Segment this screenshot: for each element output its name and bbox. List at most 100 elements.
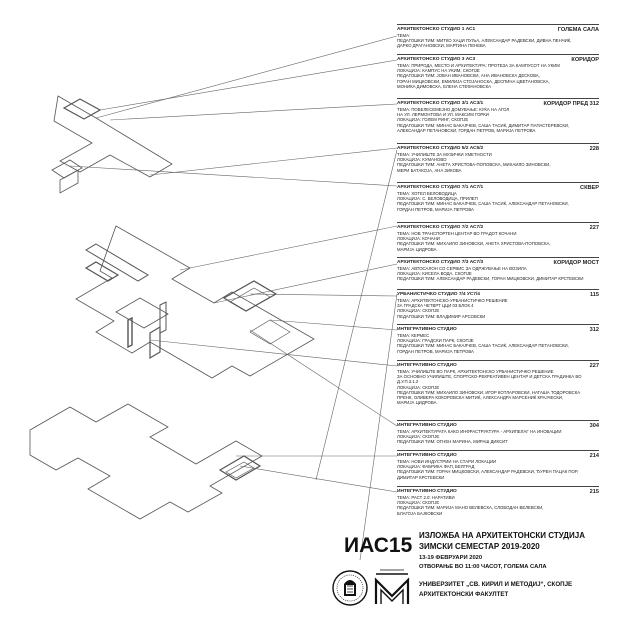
event-dates: 13-19 ФЕВРУАРИ 2020 xyxy=(419,555,483,561)
studio-detail-line: ПЕДАГОШКИ ТИМ: АНЕТА ХРИСТОВА-ПОПОВСКА, … xyxy=(397,162,551,168)
studio-detail-line: ПЕДАГОШКИ ТИМ: МИНАС БАКАЛЧЕВ, САША ТАСИ… xyxy=(397,122,570,128)
event-semester: ЗИМСКИ СЕМЕСТАР 2019-2020 xyxy=(419,542,540,551)
studio-detail-line: МАРИЈА ЦИДРОВА xyxy=(397,246,437,252)
studio-detail-line: ТЕМА: АВТОСАЛОН СО СЕРВИС ЗА ОДРЖУВАЊЕ Н… xyxy=(397,266,527,271)
studio-title: ИНТЕГРАТИВНО СТУДИО xyxy=(397,327,457,332)
studio-room: 304 xyxy=(589,423,599,429)
studio-room: ГОЛЕМА САЛА xyxy=(557,27,599,33)
studio-title: ИНТЕГРАТИВНО СТУДИО xyxy=(397,453,457,458)
faculty-logo xyxy=(374,569,410,604)
studio-detail-line: ПЕДАГОШКИ ТИМ: АЛЕКСАНДАР РАДЕВСКИ, ГОРА… xyxy=(397,276,584,282)
studio-detail-line: ТЕМА: НОВ ТРАНСПОРТЕН ЦЕНТАР ВО ГРАДОТ К… xyxy=(397,231,517,236)
studio-entry: АРХИТЕКТОНСКО СТУДИО 3/1 АС3/1 КОРИДОР ПР… xyxy=(397,98,599,133)
studio-detail-line: ТЕМА: АРХИТЕКТОНСКО-УРБАНИСТИЧКО РЕШЕНИЕ xyxy=(397,298,508,303)
studio-room: 115 xyxy=(589,292,599,298)
event-title: ИЗЛОЖБА НА АРХИТЕКТОНСКИ СТУДИЈА xyxy=(419,531,585,540)
studio-title: ИНТЕГРАТИВНО СТУДИО xyxy=(397,363,457,368)
studio-room: 227 xyxy=(589,363,599,369)
studio-detail-line: Д.У.П.3.1.2 xyxy=(397,379,419,385)
studio-entry: АРХИТЕКТОНСКО СТУДИО 7/1 АС7/1 СКВЕР ТЕМА:… xyxy=(397,182,599,212)
studio-header: ИНТЕГРАТИВНО СТУДИО 312 xyxy=(397,325,599,333)
studio-detail-line: ГОРДАН ПЕТРОВ, МАРИЈА ПЕТРОВА xyxy=(397,348,474,354)
studio-title: ИНТЕГРАТИВНО СТУДИО xyxy=(397,423,457,428)
studio-detail-line: ЛОКАЦИЈА: ФАБРИКА ФАП, БЕЛГРАД xyxy=(397,464,475,470)
studio-detail-line: ПЕДАГОШКИ ТИМ: ОГНЕН МАРИНА, МИРАШ ДИКСИ… xyxy=(397,439,508,445)
studio-detail-line: ЛОКАЦИЈА: ГРАДСКИ ПАРК, СКОПЈЕ xyxy=(397,338,474,344)
studio-header: УРБАНИСТИЧКО СТУДИО 7/4 УС7/4 115 xyxy=(397,290,599,298)
studio-detail-line: ЛОКАЦИЈА: КОЧАНИ xyxy=(397,236,440,242)
studio-detail-line: ЗА ОСНОВНО УЧИЛИШТЕ, СПОРТСКО-РЕКРЕАТИВЕ… xyxy=(397,374,582,380)
studio-entry: АРХИТЕКТОНСКО СТУДИО 3 АС3 КОРИДОР ТЕМА: П… xyxy=(397,54,599,89)
studio-detail-line: ЛОКАЦИЈА: КИСЕЛА ВОДА, СКОПЈЕ xyxy=(397,271,472,277)
studio-header: ИНТЕГРАТИВНО СТУДИО 227 xyxy=(397,361,599,369)
studio-title: АРХИТЕКТОНСКО СТУДИО 3 АС3 xyxy=(397,57,476,62)
studio-detail-line: ЛОКАЦИЈА: ГОЛЕМ РИНГ, СКОПЈЕ xyxy=(397,117,469,123)
studio-detail-line: ТЕМА: АРХИТЕКТУРАТА КАКО ИНФРАСТРУКТУРА … xyxy=(397,429,562,434)
studio-detail-line: ТЕМА: УЧИЛИШТЕ ЗА МУЗИЧКИ УМЕТНОСТИ xyxy=(397,152,492,157)
studio-header: АРХИТЕКТОНСКО СТУДИО 3 АС3 КОРИДОР xyxy=(397,55,599,63)
studio-room: 214 xyxy=(589,453,599,459)
studio-detail-line: ЗА ГРАДСКА ЧЕТВРТ ЦЦИ 03 БЛОК 4 xyxy=(397,303,474,309)
studio-detail-line: ЛОКАЦИЈА: СКОПЈЕ xyxy=(397,434,440,440)
studio-header: АРХИТЕКТОНСКО СТУДИО 3/1 АС3/1 КОРИДОР ПР… xyxy=(397,99,599,107)
studio-room: 228 xyxy=(589,146,599,152)
studio-detail-line: ПЕДАГОШКИ ТИМ: МИНАС БАКАЛЧЕВ, САША ТАСИ… xyxy=(397,201,569,207)
studio-detail-line: МЕРИ БАТАКОЈА, АНА ЗИКОВА xyxy=(397,167,462,173)
studio-title: УРБАНИСТИЧКО СТУДИО 7/4 УС7/4 xyxy=(397,292,480,297)
studio-title: АРХИТЕКТОНСКО СТУДИО 7/1 АС7/1 xyxy=(397,185,484,190)
studio-room: КОРИДОР xyxy=(571,57,599,63)
studio-detail-line: ЛОКАЦИЈА: С. БЕЛОВОДИЦА, ПРИЛЕП xyxy=(397,196,478,202)
studio-detail-line: ТЕМА: ХОТЕЛ БЕЛОВОДИЦА xyxy=(397,191,457,196)
studio-room: КОРИДОР ПРЕД 312 xyxy=(543,101,600,107)
studio-detail-line: ЛОКАЦИЈА: КУМАНОВО xyxy=(397,157,447,163)
studio-header: ИНТЕГРАТИВНО СТУДИО 214 xyxy=(397,451,599,459)
studio-room: 312 xyxy=(589,327,599,333)
faculty-name: АРХИТЕКТОНСКИ ФАКУЛТЕТ xyxy=(419,591,509,598)
studio-detail-line: ТЕМА: ПРИРОДА, МЕСТО И АРХИТЕКТУРА: ПРОТ… xyxy=(397,63,560,68)
studio-room: 227 xyxy=(589,225,599,231)
studio-detail-line: ДИМИТАР КРСТЕВСКИ xyxy=(397,474,445,480)
studio-detail-line: НА УЛ. ЛЕРМОНТОВА И УЛ. МАКСИМ ГОРКИ xyxy=(397,112,489,118)
studio-detail-line: ЛОКАЦИЈА: КАМПУС НА УКИМ, СКОПЈЕ xyxy=(397,68,480,74)
studio-header: ИНТЕГРАТИВНО СТУДИО 304 xyxy=(397,421,599,429)
studio-detail-line: ПЕДАГОШКИ ТИМ: ГОРАН МИЦКОВСКИ, АЛЕКСАНД… xyxy=(397,469,579,475)
studio-detail-line: ДАРКО ДРАГАНОВСКИ, МАРТИНА ПЕНЕВА xyxy=(397,43,486,49)
studio-room: СКВЕР xyxy=(580,185,599,191)
studio-detail-line: ПЕДАГОШКИ ТИМ: МИТКО ХАЏИ ПУЉА, АЛЕКСАНД… xyxy=(397,38,572,44)
studio-detail-line: ТЕМА: xyxy=(397,33,411,38)
studio-detail-line: ТЕМА: ПОВЕЛЕСЕМЕЈНО ДОМУВАЊЕ: КУЌА НА АГ… xyxy=(397,107,510,112)
studio-title: ИНТЕГРАТИВНО СТУДИО xyxy=(397,489,457,494)
studio-detail-line: ПЕДАГОШКИ ТИМ: ЈОВАН ИВАНОВСКИ, АНА ИВАН… xyxy=(397,73,540,79)
studio-title: АРХИТЕКТОНСКО СТУДИО 3/1 АС3/1 xyxy=(397,101,484,106)
studio-detail-line: ГОРДАН ПЕТРОВ, МАРИЈА ПЕТРОВА xyxy=(397,206,474,212)
university-name: УНИВЕРЗИТЕТ „СВ. КИРИЛ И МЕТОДИЈ“, СКОПЈ… xyxy=(419,581,573,588)
studio-room: КОРИДОР МОСТ xyxy=(553,260,599,266)
studio-detail-line: ТЕМА: УЧИЛИШТЕ ВО ПАРК, АРХИТЕКТОНСКО УР… xyxy=(397,369,554,374)
university-seal-logo xyxy=(332,570,368,606)
studio-detail-line: БЛАГОЈА БАЈКОВСКИ xyxy=(397,510,443,516)
studio-detail-line: МОНИКА ДИМОВСКА, ЕЛЕНА СТЕФАНОВСКА xyxy=(397,83,492,89)
studio-detail-line: ПРЕНК, ОЛИВЕРА КОКОРОВСКА МИТИЌ, АЛЕКСАН… xyxy=(397,395,564,401)
studio-title: АРХИТЕКТОНСКО СТУДИО 7/2 АС7/2 xyxy=(397,225,484,230)
studio-detail-line: МАРИЈА ЦИДРОВА xyxy=(397,400,437,406)
studio-header: АРХИТЕКТОНСКО СТУДИО 7/2 АС7/2 227 xyxy=(397,223,599,231)
event-opening: ОТВОРАЊЕ ВО 11:00 ЧАСОТ, ГОЛЕМА САЛА xyxy=(419,564,547,570)
studio-detail-line: АЛЕКСАНДАР ПЕТАНОВСКИ, ГОРДАН ПЕТРОВ, МА… xyxy=(397,127,536,133)
studio-detail-line: ПЕДАГОШКИ ТИМ: МИХАИЛО ЗИНОВСКИ, АНЕТА Х… xyxy=(397,241,551,247)
studio-detail-line: ПЕДАГОШКИ ТИМ: МАРИЈА МАНО ВЕЛЕВСКА, СЛО… xyxy=(397,505,544,511)
event-code: ИАС15 xyxy=(344,534,413,557)
